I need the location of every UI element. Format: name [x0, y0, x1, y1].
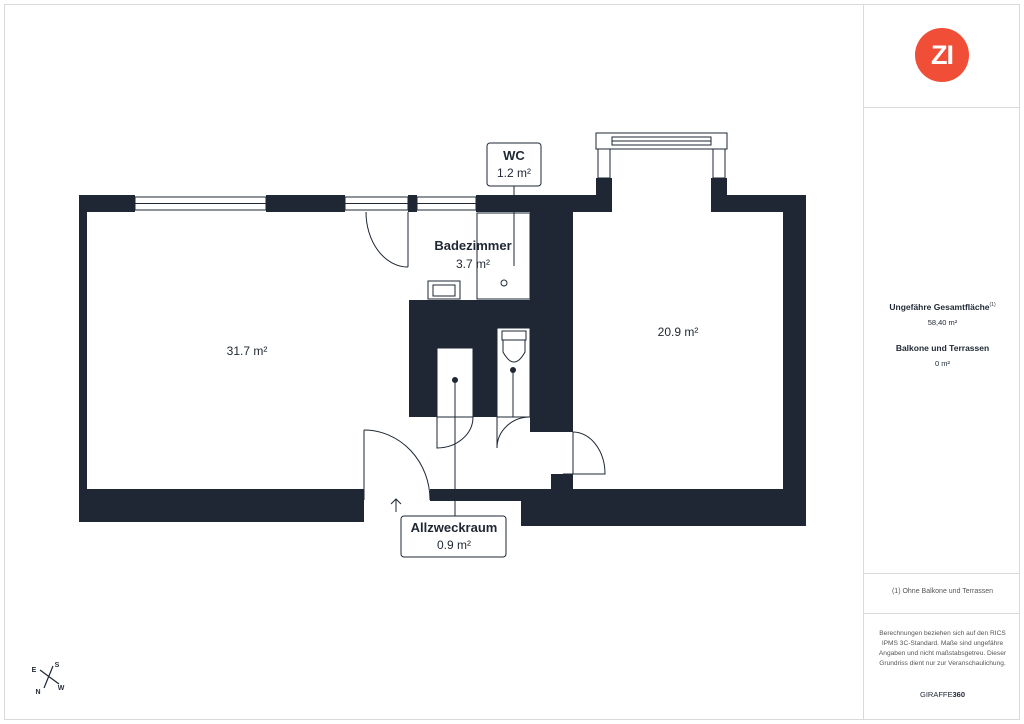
wc-area: 1.2 m²	[497, 166, 531, 180]
sidebar-divider	[864, 573, 1020, 574]
total-area-block: Ungefähre Gesamtfläche(1) 58,40 m²	[864, 302, 1021, 327]
footnote: (1) Ohne Balkone und Terrassen	[891, 588, 994, 595]
sink-icon	[427, 280, 461, 300]
utility-room-name: Allzweckraum	[411, 520, 498, 535]
sink-basin-icon	[432, 284, 456, 297]
shower-icon	[476, 212, 531, 300]
utility-label-box	[400, 515, 507, 558]
total-area-title: Ungefähre Gesamtfläche(1)	[889, 302, 996, 312]
disclaimer: Berechnungen beziehen sich auf den RICS …	[878, 630, 1007, 667]
compass-east: E	[32, 667, 37, 674]
bathroom-area: 3.7 m²	[456, 257, 490, 271]
bedroom-area: 20.9 m²	[658, 325, 699, 339]
info-sidebar: ZI Ungefähre Gesamtfläche(1) 58,40 m² Ba…	[863, 4, 1020, 720]
company-logo: ZI	[915, 28, 969, 82]
wc-name: WC	[503, 148, 525, 163]
windows	[134, 132, 728, 211]
compass-icon: E S N W	[32, 662, 65, 696]
doors	[363, 211, 606, 501]
leader-dot	[510, 367, 516, 373]
compass-north: N	[35, 689, 40, 696]
toilet-icon	[501, 330, 527, 363]
page-frame	[4, 4, 1020, 720]
bathroom-fixtures	[427, 212, 531, 300]
living-room-area: 31.7 m²	[227, 344, 268, 358]
sidebar-divider	[864, 107, 1020, 108]
utility-room-area: 0.9 m²	[437, 538, 471, 552]
wc-label-box	[486, 142, 542, 187]
walls	[79, 178, 806, 526]
leader-dot	[452, 377, 458, 383]
shower-drain-icon	[500, 279, 508, 287]
total-area-value: 58,40 m²	[927, 318, 958, 327]
entrance-arrow-icon	[390, 498, 402, 512]
balcony-block: Balkone und Terrassen 0 m²	[864, 343, 1021, 368]
compass-south: S	[55, 662, 60, 669]
leader-lines	[454, 186, 515, 516]
brand-mark: GIRAFFE360	[919, 690, 966, 699]
sidebar-divider	[864, 613, 1020, 614]
compass-west: W	[58, 685, 65, 692]
balcony-value: 0 m²	[935, 359, 950, 368]
balcony-title: Balkone und Terrassen	[895, 343, 990, 353]
bathroom-name: Badezimmer	[434, 238, 511, 253]
